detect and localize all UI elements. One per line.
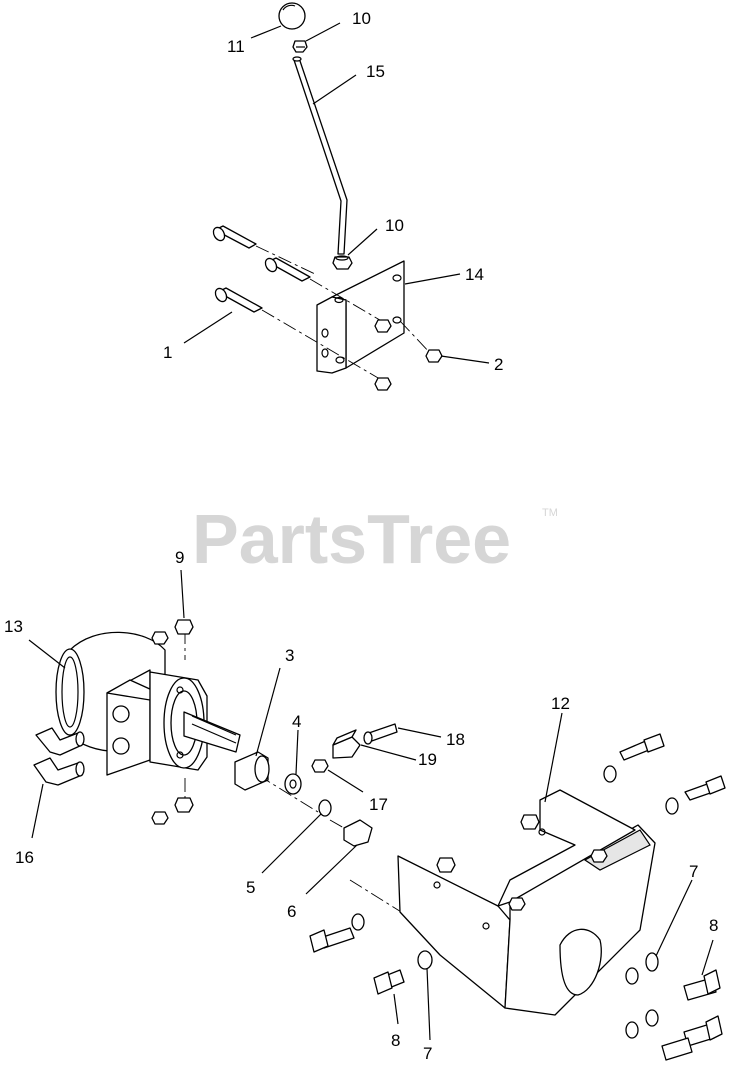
motor-assembly — [33, 619, 726, 1061]
callout-5: 5 — [246, 878, 255, 897]
clamp-part — [311, 723, 398, 773]
lever-rod-part — [292, 56, 348, 255]
locknuts-part — [374, 319, 443, 391]
bracket-nuts-part — [436, 814, 608, 911]
knob-part — [278, 2, 306, 30]
watermark-text: PartsTree — [192, 500, 511, 578]
callout-11: 11 — [227, 37, 245, 56]
callout-3: 3 — [285, 646, 294, 665]
watermark-trademark: TM — [542, 507, 558, 519]
callout-2: 2 — [494, 355, 503, 374]
callout-7-right: 7 — [689, 862, 698, 881]
callout-17: 17 — [369, 795, 388, 814]
callout-6: 6 — [287, 902, 296, 921]
callout-18: 18 — [446, 730, 465, 749]
callout-15: 15 — [366, 62, 385, 81]
callout-8-right: 8 — [709, 916, 718, 935]
callout-19: 19 — [418, 750, 437, 769]
coupler-part — [234, 751, 270, 791]
fittings-part — [33, 727, 85, 786]
callout-16: 16 — [15, 848, 34, 867]
callout-1: 1 — [163, 343, 172, 362]
bracket-bolts-part — [309, 733, 726, 1061]
callout-10-lower: 10 — [385, 216, 404, 235]
top-nut-part — [292, 40, 308, 53]
leader-lines — [28, 22, 714, 1041]
rod-nut-part — [332, 255, 353, 270]
mount-bracket-part — [397, 789, 656, 1016]
washer-4-part — [284, 773, 302, 795]
hydraulic-motor-part — [55, 631, 241, 776]
bracket-part — [316, 260, 405, 374]
lever-assembly — [212, 2, 443, 391]
callout-9: 9 — [175, 548, 184, 567]
callout-8-bottom: 8 — [391, 1031, 400, 1050]
callout-4: 4 — [292, 712, 301, 731]
callout-12: 12 — [551, 694, 570, 713]
callout-14: 14 — [465, 265, 484, 284]
bolts-part — [212, 225, 311, 313]
callout-7-bottom: 7 — [423, 1044, 432, 1063]
motor-nuts-part — [151, 619, 194, 825]
callout-13: 13 — [4, 617, 23, 636]
callout-10-top: 10 — [352, 9, 371, 28]
bolt-6-part — [343, 819, 373, 847]
washer-5-part — [318, 799, 332, 817]
callouts: 11 10 15 10 14 1 2 9 13 3 4 18 12 19 17 … — [4, 9, 718, 1063]
